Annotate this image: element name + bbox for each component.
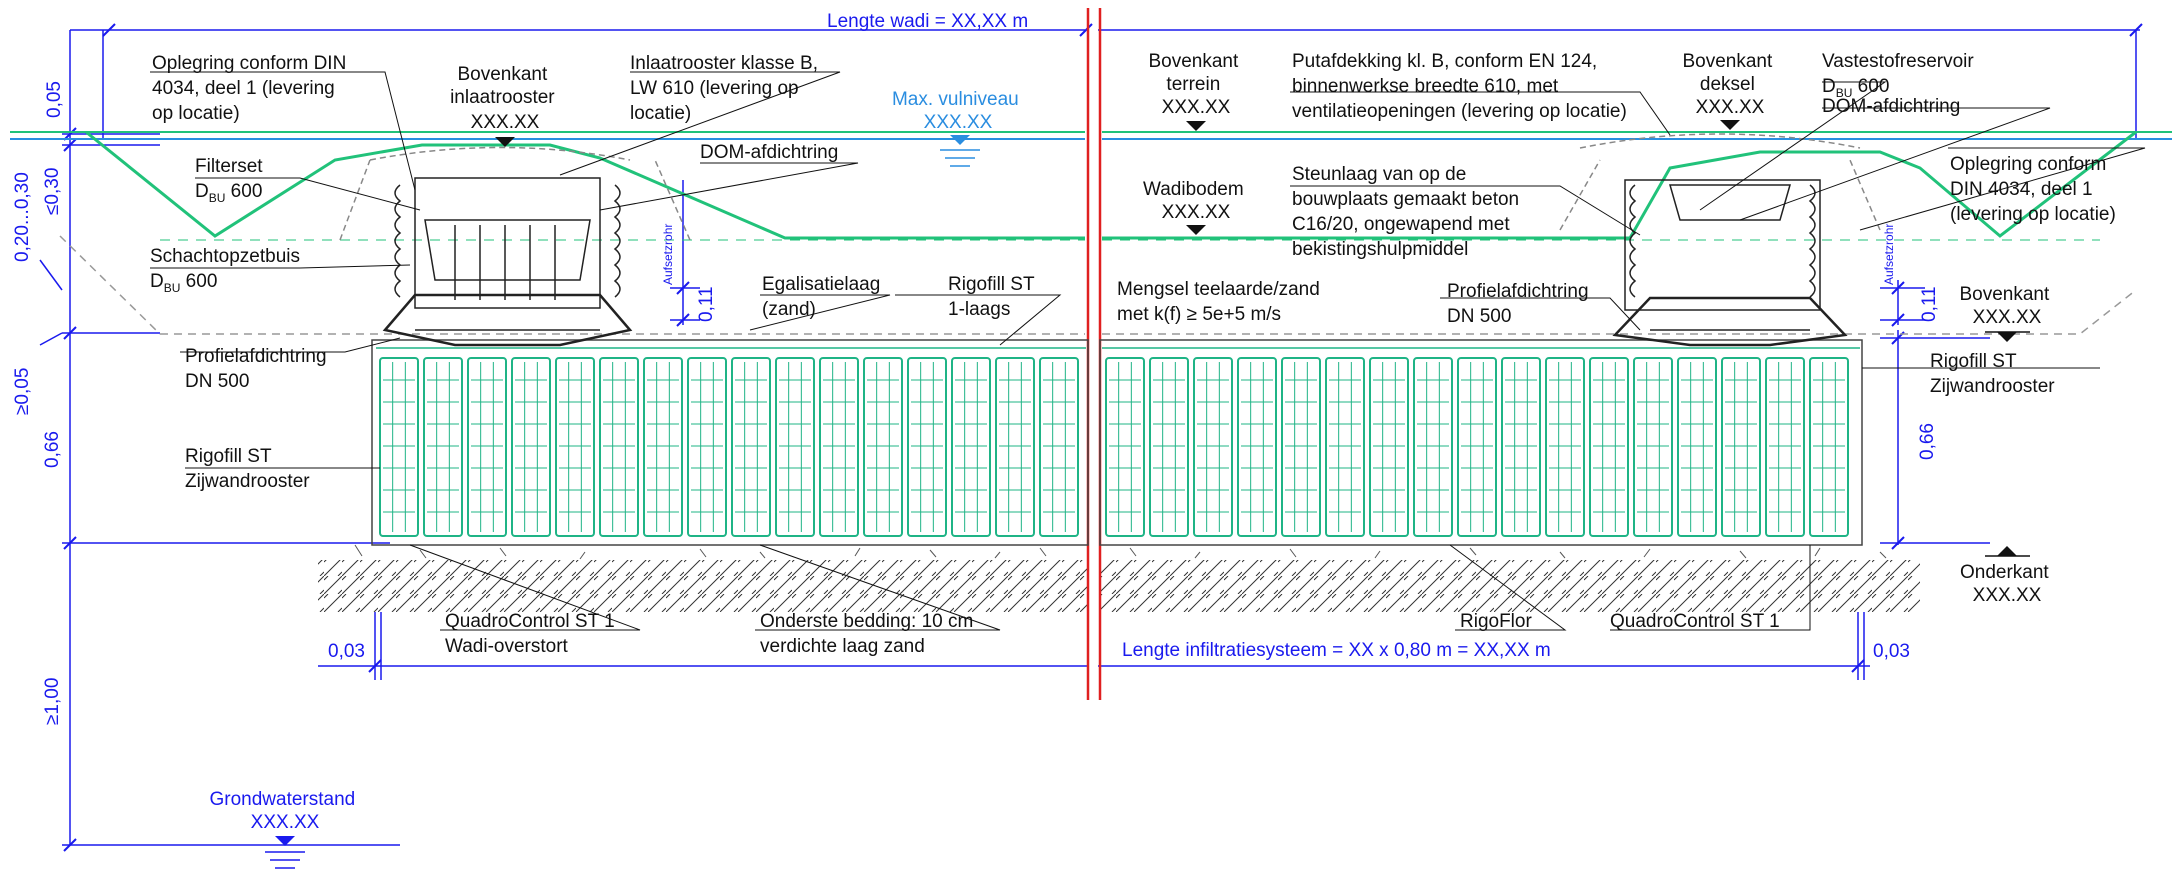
label-inlaatrooster: Inlaatrooster klasse B, LW 610 (levering… [630, 53, 823, 124]
level-bovenkant-terrein: Bovenkant terrein XXX.XX [1148, 51, 1243, 118]
label-egalisatielaag: Egalisatielaag (zand) [762, 274, 886, 320]
label-schachtopzetbuis: Schachtopzetbuis [150, 246, 300, 267]
rigofill-cell [599, 357, 639, 537]
rigofill-cell [511, 357, 551, 537]
rigofill-cell [1413, 357, 1453, 537]
rigofill-cell [1809, 357, 1849, 537]
level-markers [495, 120, 2030, 557]
dim-005-top: 0,05 [44, 81, 65, 118]
label-putafdekking: Putafdekking kl. B, conform EN 124, binn… [1292, 51, 1627, 122]
label-rigofill-left: Rigofill ST Zijwandrooster [185, 446, 310, 492]
label-rigoflor: RigoFlor [1460, 611, 1532, 632]
rigofill-cell [1501, 357, 1541, 537]
sand-bedding [354, 544, 1887, 560]
inner-dimension-011-left [670, 180, 700, 327]
aufsetzrohr-right: Aufsetzrohr [1882, 224, 1896, 285]
label-filterset-size: DBU 600 [195, 181, 262, 205]
subsoil-hatching [318, 560, 1920, 612]
label-oplegring-right: Oplegring conform DIN 4034, deel 1 (leve… [1950, 154, 2116, 225]
water-markers [265, 135, 980, 869]
dim-011-right: 0,11 [1919, 286, 1940, 322]
level-bovenkant-inlaatrooster: Bovenkant inlaatrooster XXX.XX [450, 64, 560, 133]
rigofill-cell [1369, 357, 1409, 537]
top-dimension-label: Lengte wadi = XX,XX m [827, 11, 1028, 32]
rigofill-cell [379, 357, 419, 537]
rigofill-cell [1039, 357, 1079, 537]
bottom-length-label: Lengte infiltratiesysteem = XX x 0,80 m … [1122, 640, 1551, 661]
rigofill-cell [467, 357, 507, 537]
label-mengsel: Mengsel teelaarde/zand met k(f) ≥ 5e+5 m… [1117, 279, 1325, 325]
dim-066-left: 0,66 [42, 431, 63, 468]
wadi-profile [10, 130, 2172, 335]
rigofill-cell [555, 357, 595, 537]
rigofill-cell [951, 357, 991, 537]
top-dimension-line [102, 23, 2143, 140]
dim-003-right: 0,03 [1873, 641, 1910, 662]
dim-le-030: ≤0,30 [42, 168, 63, 215]
label-vastestof: Vastestofreservoir [1822, 51, 1974, 72]
rigofill-cell [1545, 357, 1585, 537]
left-dimension-ticks [63, 23, 1093, 852]
rigofill-cell [1149, 357, 1189, 537]
rigofill-block [371, 339, 1863, 546]
label-dom-left: DOM-afdichtring [700, 142, 838, 163]
dim-ge-005: ≥0,05 [12, 368, 33, 415]
rigofill-cell [1281, 357, 1321, 537]
label-oplegring-left: Oplegring conform DIN 4034, deel 1 (leve… [152, 53, 352, 124]
label-rigofill-1laags: Rigofill ST 1-laags [948, 274, 1040, 320]
rigofill-cell [1765, 357, 1805, 537]
label-bedding: Onderste bedding: 10 cm verdichte laag z… [760, 611, 979, 657]
rigofill-cell [1677, 357, 1717, 537]
rigofill-cell [1193, 357, 1233, 537]
label-rigofill-right: Rigofill ST Zijwandrooster [1930, 351, 2055, 397]
rigofill-cell [1589, 357, 1629, 537]
level-bovenkant: Bovenkant XXX.XX [1959, 284, 2054, 328]
rigofill-cell [995, 357, 1035, 537]
inlet-shaft-left [339, 146, 691, 347]
rigofill-cell [687, 357, 727, 537]
level-wadibodem: Wadibodem XXX.XX [1143, 179, 1249, 223]
bottom-length-dimension [318, 612, 1870, 680]
level-grondwaterstand: Grondwaterstand XXX.XX [209, 789, 360, 833]
rigofill-cell [1721, 357, 1761, 537]
rigofill-cell [1237, 357, 1277, 537]
manhole-shaft-right [1559, 133, 1881, 347]
rigofill-cell [643, 357, 683, 537]
rigofill-cell [1633, 357, 1673, 537]
label-quadro-left: QuadroControl ST 1 Wadi-overstort [445, 611, 620, 657]
left-dimension-chain [39, 29, 1085, 846]
rigofill-cell [863, 357, 903, 537]
label-vastestof-size: DBU 600 [1822, 76, 1889, 100]
section-break [1086, 8, 1102, 700]
label-dom-right: DOM-afdichtring [1822, 96, 1960, 117]
label-schachtopzetbuis-size: DBU 600 [150, 271, 217, 295]
label-quadro-right: QuadroControl ST 1 [1610, 611, 1780, 632]
rigofill-cell [819, 357, 859, 537]
label-profiel-left: Profielafdichtring DN 500 [185, 346, 332, 392]
rigofill-cell [775, 357, 815, 537]
level-bovenkant-deksel: Bovenkant deksel XXX.XX [1682, 51, 1777, 118]
label-steunlaag: Steunlaag van op de bouwplaats gemaakt b… [1292, 164, 1524, 260]
level-max-vulniveau: Max. vulniveau XXX.XX [892, 89, 1024, 133]
rigofill-cell [1457, 357, 1497, 537]
label-profiel-right: Profielafdichtring DN 500 [1447, 281, 1594, 327]
dim-066-right: 0,66 [1917, 423, 1938, 460]
right-dimension-chain [1857, 280, 1990, 680]
rigofill-cell [907, 357, 947, 537]
level-onderkant: Onderkant XXX.XX [1960, 562, 2054, 606]
rigofill-cell [423, 357, 463, 537]
dim-011-inner: 0,11 [696, 286, 717, 322]
dim-ge-100: ≥1,00 [42, 678, 63, 725]
dim-020-030: 0,20...0,30 [12, 172, 33, 262]
rigofill-cell [731, 357, 771, 537]
leader-lines [150, 71, 2146, 631]
label-filterset: Filterset [195, 156, 263, 177]
aufsetzrohr-left: Aufsetzrohr [661, 224, 675, 285]
dim-003-left: 0,03 [328, 641, 365, 662]
rigofill-cell [1325, 357, 1365, 537]
rigofill-cell [1105, 357, 1145, 537]
